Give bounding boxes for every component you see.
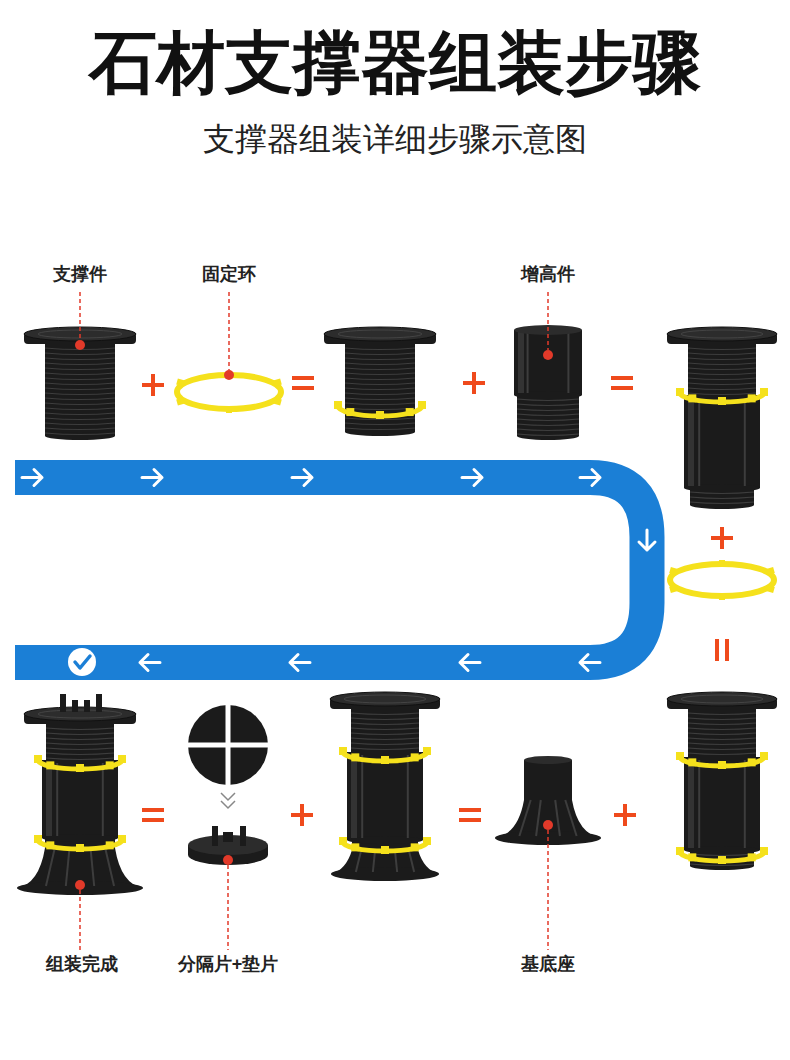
leader-line: [227, 865, 229, 950]
leader-line: [228, 292, 230, 370]
done-check: [68, 648, 96, 676]
flow-arrow: [22, 470, 42, 486]
plus-symbol: [463, 372, 485, 394]
label-box: 增高件: [521, 264, 575, 286]
part-label: 增高件: [521, 264, 575, 286]
flow-arrow: [580, 655, 600, 671]
support-extended: [667, 327, 777, 509]
label-box: 组装完成: [46, 954, 118, 976]
flow-arrow: [639, 530, 655, 550]
equals-symbol: [715, 639, 729, 661]
part-label: 支撑件: [53, 264, 107, 286]
equals-symbol: [292, 376, 314, 390]
fixing-ring: [670, 560, 774, 600]
spacer-shim: [188, 705, 268, 865]
flow-arrow: [462, 470, 482, 486]
equals-symbol: [611, 376, 633, 390]
part-label: 组装完成: [46, 954, 118, 976]
part-label: 基底座: [521, 954, 575, 976]
part-label: 固定环: [202, 264, 256, 286]
flow-arrow: [292, 470, 312, 486]
flow-arrow: [580, 470, 600, 486]
leader-line: [547, 292, 549, 350]
support-with-ring: [324, 327, 436, 436]
support-two-rings: [667, 692, 777, 870]
flow-band: [15, 470, 655, 677]
equals-symbol: [142, 808, 164, 822]
equals-symbol: [459, 808, 481, 822]
plus-symbol: [711, 527, 733, 549]
support-part: [24, 327, 136, 440]
title: 石材支撑器组装步骤: [89, 22, 701, 104]
part-label: 分隔片+垫片: [178, 954, 279, 976]
plus-symbol: [291, 804, 313, 826]
label-box: 分隔片+垫片: [178, 954, 279, 976]
label-box: 支撑器组装详细步骤示意图: [203, 120, 587, 158]
assembled-support: [17, 694, 143, 895]
leader-line: [79, 292, 81, 340]
label-box: 固定环: [202, 264, 256, 286]
leader-line: [547, 830, 549, 950]
title-box: 石材支撑器组装步骤: [89, 22, 701, 104]
leader-line: [79, 890, 81, 950]
flow-arrow: [460, 655, 480, 671]
support-on-base: [330, 692, 440, 881]
flow-arrow: [140, 655, 160, 671]
fixing-ring: [177, 370, 281, 413]
plus-symbol: [142, 374, 164, 396]
subtitle: 支撑器组装详细步骤示意图: [203, 120, 587, 158]
flow-arrow: [290, 655, 310, 671]
flow-arrow: [142, 470, 162, 486]
label-box: 基底座: [521, 954, 575, 976]
label-box: 支撑件: [53, 264, 107, 286]
plus-symbol: [614, 804, 636, 826]
